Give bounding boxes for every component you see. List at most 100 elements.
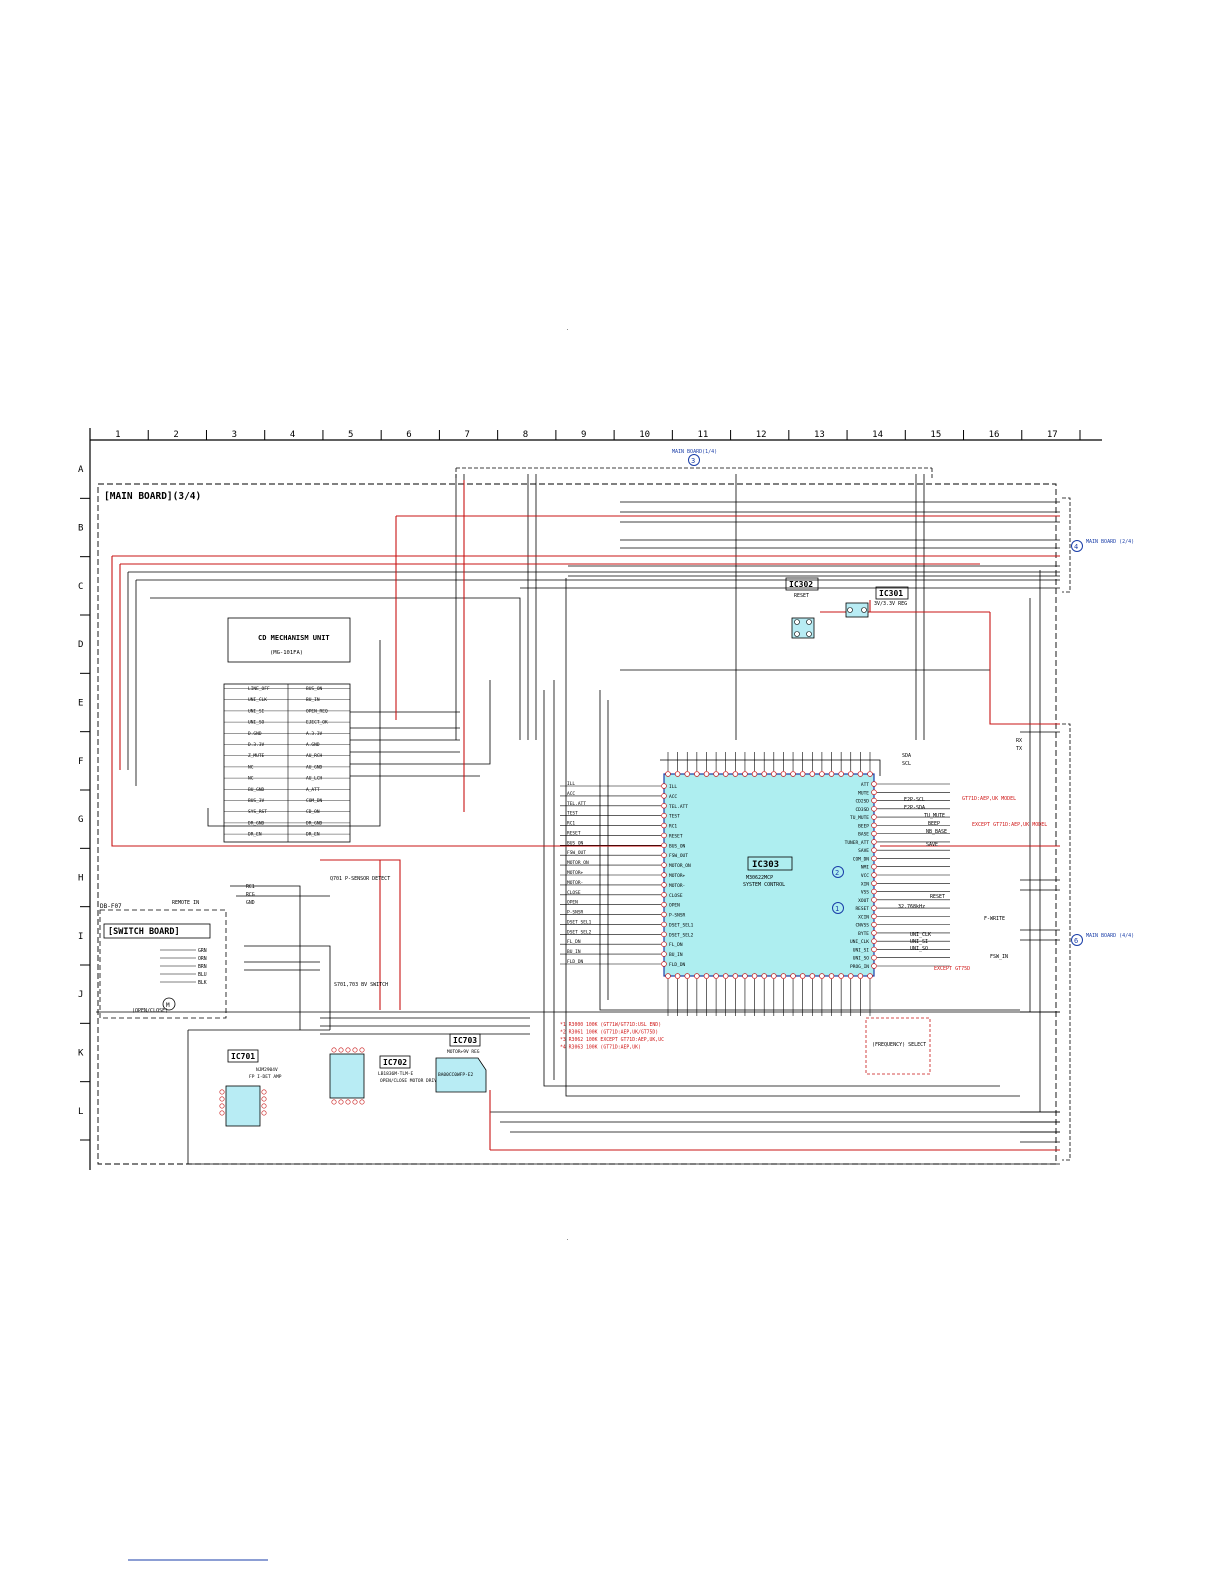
column-label: 9 bbox=[581, 430, 586, 440]
ic303-right-pin-label: MUTE bbox=[858, 790, 869, 796]
cd-pin-left-label: DR_EN bbox=[248, 832, 262, 838]
ic303-right-pin-label: UNI_CLK bbox=[850, 939, 869, 945]
ic303-left-signal: MOTOR- bbox=[567, 880, 583, 886]
cd-pin-left-label: UNI_SO bbox=[248, 720, 265, 726]
ic301-body bbox=[845, 602, 869, 618]
ic303-left-pin-label: ILL bbox=[669, 784, 677, 790]
ic702-name-box bbox=[379, 1055, 411, 1069]
ic303-pin bbox=[790, 771, 796, 777]
right-signal-label: RESET bbox=[930, 894, 945, 900]
cd-pin-left-label: UNI_CLK bbox=[248, 697, 267, 703]
ic303-pin bbox=[828, 771, 835, 777]
row-label: J bbox=[78, 990, 83, 1000]
switch-pin-label: BRN bbox=[198, 964, 207, 970]
switch-pin-label: BLK bbox=[198, 980, 207, 986]
ic303-pin bbox=[661, 832, 667, 839]
remote-pin-label: RCG bbox=[246, 892, 255, 898]
ic702-desc: OPEN/CLOSE MOTOR DRIVE bbox=[380, 1078, 440, 1084]
ic303-pin bbox=[819, 973, 825, 979]
cd-pin-left-label: D.3.3V bbox=[248, 742, 265, 748]
ic303-pin bbox=[771, 973, 777, 979]
column-label: 17 bbox=[1047, 430, 1058, 440]
ic303-pin bbox=[871, 839, 877, 845]
ic303-left-signal: FLD_DN bbox=[567, 959, 584, 965]
right-signal-label: UNI_SI bbox=[910, 939, 928, 945]
ic303-right-pin-label: SAVE bbox=[858, 848, 869, 854]
cd-connector-outline bbox=[223, 683, 351, 843]
ic303-left-pin-label: MOTOR- bbox=[669, 883, 685, 889]
wire bbox=[207, 640, 381, 827]
cd-pin-left-label: Z_MUTE bbox=[248, 753, 265, 759]
row-label: H bbox=[78, 874, 83, 884]
ic303-right-pin-label: COM_DN bbox=[853, 856, 870, 862]
except-label-3: EXCEPT GT75D bbox=[934, 966, 970, 972]
ic303-pin bbox=[799, 771, 806, 777]
ic303-right-pin-label: XIN bbox=[861, 881, 869, 887]
stray-dot: . bbox=[566, 326, 569, 332]
ic303-pin bbox=[871, 855, 877, 862]
marker-2 bbox=[832, 866, 844, 878]
ic303-pin bbox=[871, 963, 877, 969]
ic303-pin bbox=[871, 822, 877, 829]
ic303-pin bbox=[838, 973, 844, 979]
ic303-left-pin-label: DSET_SEL1 bbox=[669, 922, 694, 928]
right-signal-label: UNI_CLK bbox=[910, 932, 931, 938]
wire bbox=[150, 597, 521, 740]
ic303-left-signal: RESET bbox=[567, 830, 581, 836]
ic303-pin bbox=[799, 973, 806, 979]
ic303-pin bbox=[703, 771, 710, 777]
right-connector-brackets bbox=[1062, 497, 1071, 1161]
row-label: F bbox=[78, 757, 83, 767]
ic303-left-signal: BU_IN bbox=[567, 949, 581, 955]
cd-pin-right-label: AU_LCH bbox=[306, 776, 323, 782]
right-signal-label: F-WRITE bbox=[984, 916, 1005, 922]
ic303-pin bbox=[684, 771, 690, 777]
ic703-desc: MOTOR+9V REG bbox=[447, 1049, 480, 1055]
right-lower-num: 6 bbox=[1074, 937, 1078, 945]
column-label: 7 bbox=[465, 430, 470, 440]
right-signal-label: E2P-SCL bbox=[904, 797, 925, 803]
ic303-left-pin-label: MOTOR_ON bbox=[669, 863, 691, 869]
right-upper-num: 4 bbox=[1074, 543, 1078, 551]
ic-pin bbox=[219, 1103, 225, 1109]
ic303-pin bbox=[661, 793, 667, 799]
ic303-pin bbox=[674, 771, 681, 777]
switch-pin-label: BLU bbox=[198, 972, 207, 978]
ic303-pin bbox=[828, 973, 835, 979]
right-upper-label: MAIN BOARD (2/4) bbox=[1086, 539, 1134, 545]
resistor-note: *1 R3000 100K (GT71W/GT71D:USL END) bbox=[560, 1022, 661, 1028]
ic-pin bbox=[261, 1096, 267, 1102]
column-label: 8 bbox=[523, 430, 528, 440]
row-label: D bbox=[78, 640, 83, 650]
column-label: 16 bbox=[989, 430, 1000, 440]
cd-pin-left-label: LINE_OFF bbox=[248, 686, 270, 692]
wire bbox=[989, 612, 1060, 725]
ic-pin bbox=[359, 1099, 365, 1105]
ic303-right-pin-label: CNVSS bbox=[855, 923, 869, 929]
right-signal-label: FSW_IN bbox=[990, 954, 1008, 960]
ic303-pin bbox=[661, 961, 667, 967]
cd-mech-box bbox=[227, 617, 351, 663]
row-label: L bbox=[78, 1107, 83, 1117]
ic701-body bbox=[225, 1085, 261, 1127]
ic303-pin bbox=[790, 973, 796, 979]
wire bbox=[543, 690, 1000, 1087]
frequency-select-box bbox=[865, 1017, 931, 1075]
ic303-pin bbox=[871, 905, 877, 911]
board-title: [MAIN BOARD](3/4) bbox=[104, 491, 201, 502]
ic-pin bbox=[261, 1089, 267, 1095]
ic303-pin bbox=[871, 789, 877, 796]
marker-2-num: 2 bbox=[835, 869, 839, 877]
cd-mech-model: (MG-101FA) bbox=[270, 650, 303, 656]
cd-pin-left-label: NC bbox=[248, 764, 254, 770]
wire bbox=[320, 859, 401, 1010]
ic303-pin bbox=[819, 771, 825, 777]
ic303-pin bbox=[809, 973, 816, 979]
cd-pin-left-label: NC bbox=[248, 776, 254, 782]
wiring-red bbox=[111, 480, 1060, 1151]
ic-pin bbox=[261, 1103, 267, 1109]
ic303-pin bbox=[661, 852, 667, 858]
ic702-body bbox=[329, 1053, 365, 1099]
column-label: 5 bbox=[348, 430, 353, 440]
